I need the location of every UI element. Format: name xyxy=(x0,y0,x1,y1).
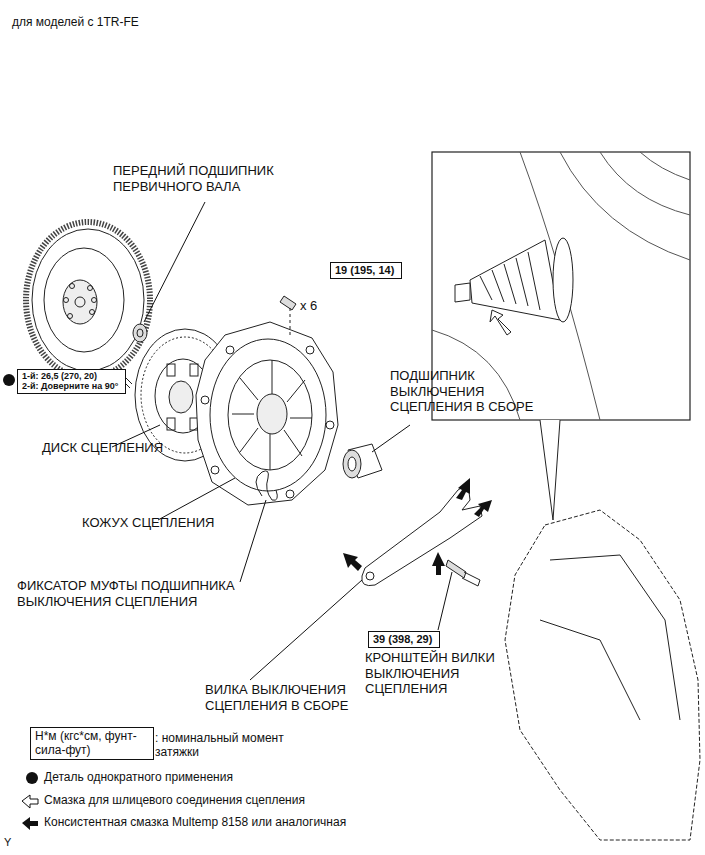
part-name: ПОДШИПНИК ВЫКЛЮЧЕНИЯ СЦЕПЛЕНИЯ В СБОРЕ xyxy=(390,368,555,415)
figure-code: Y xyxy=(4,836,24,849)
part-name: КОЖУХ СЦЕПЛЕНИЯ xyxy=(82,515,252,531)
box-text: 39 (398, 29) xyxy=(373,633,435,645)
part-name: ДИСК СЦЕПЛЕНИЯ xyxy=(42,440,212,456)
legend-text: Деталь однократного применения xyxy=(44,770,444,784)
legend-text: Смазка для шлицевого соединения сцеплени… xyxy=(44,793,444,807)
box-text: 19 (195, 14) xyxy=(335,264,397,276)
legend-text: Консистентная смазка Multemp 8158 или ан… xyxy=(44,815,464,829)
part-name: ФИКСАТОР МУФТЫ ПОДШИПНИКА ВЫКЛЮЧЕНИЯ СЦЕ… xyxy=(17,578,262,609)
box-text: 2-й: Доверните на 90° xyxy=(22,381,121,391)
box-text: 1-й: 26,5 (270, 20) xyxy=(22,371,121,381)
part-name: КРОНШТЕЙН ВИЛКИ ВЫКЛЮЧЕНИЯ СЦЕПЛЕНИЯ xyxy=(365,650,515,697)
part-name: ВИЛКА ВЫКЛЮЧЕНИЯ СЦЕПЛЕНИЯ В СБОРЕ xyxy=(205,682,370,713)
model-note: для моделей с 1TR-FE xyxy=(12,15,262,29)
quantity-label: x 6 xyxy=(300,298,340,314)
torque-box: 39 (398, 29) xyxy=(368,631,440,648)
box-text: Н*м (кгс*см, фунт-сила-фут) xyxy=(35,729,147,757)
part-name: ПЕРЕДНИЙ ПОДШИПНИК ПЕРВИЧНОГО ВАЛА xyxy=(113,163,298,194)
torque-box: 19 (195, 14) xyxy=(330,262,402,279)
torque-box: 1-й: 26,5 (270, 20)2-й: Доверните на 90° xyxy=(17,369,126,394)
legend-key-box: Н*м (кгс*см, фунт-сила-фут) xyxy=(30,727,154,760)
legend-text: : номинальный момент затяжки xyxy=(155,731,285,760)
